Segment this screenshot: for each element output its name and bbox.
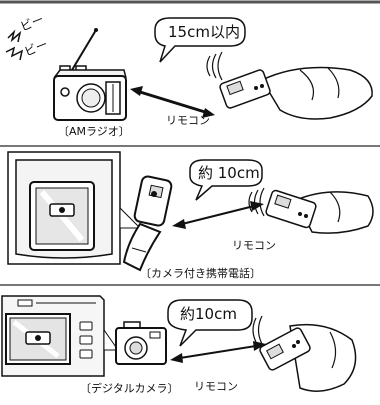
remote-label: リモコン [194, 381, 238, 392]
remote-in-hand-icon [219, 68, 372, 119]
signal-wave-icon [207, 56, 210, 76]
signal-wave-icon [218, 52, 222, 80]
camera-back-closeup [2, 296, 104, 376]
remote-in-hand-icon [265, 190, 373, 234]
distance-label: 15cm以内 [168, 25, 240, 40]
signal-wave-icon [213, 54, 217, 78]
distance-label: 約10cm [180, 307, 237, 322]
remote-in-hand-icon [259, 325, 356, 392]
phone-camera-closeup [8, 152, 120, 264]
device-label: 〔デジタルカメラ〕 [80, 383, 178, 394]
camera-phone-panel [8, 152, 373, 270]
sound-zigzag-icon [6, 48, 22, 60]
am-radio-icon [54, 28, 126, 120]
distance-label: 約 10cm [198, 166, 260, 181]
digital-camera-panel [2, 296, 356, 391]
signal-wave-icon [259, 316, 263, 344]
signal-wave-icon [253, 318, 256, 342]
signal-wave-icon [255, 190, 259, 214]
distance-arrow [172, 201, 264, 229]
remote-label: リモコン [232, 240, 276, 251]
signal-wave-icon [260, 188, 264, 216]
sound-zigzag-icon [8, 32, 20, 42]
device-label: 〔AMラジオ〕 [58, 126, 130, 137]
remote-label: リモコン [166, 115, 210, 126]
compact-camera-icon [116, 322, 166, 364]
distance-arrow [170, 341, 266, 363]
device-label: 〔カメラ付き携帯電話〕 [140, 268, 261, 279]
